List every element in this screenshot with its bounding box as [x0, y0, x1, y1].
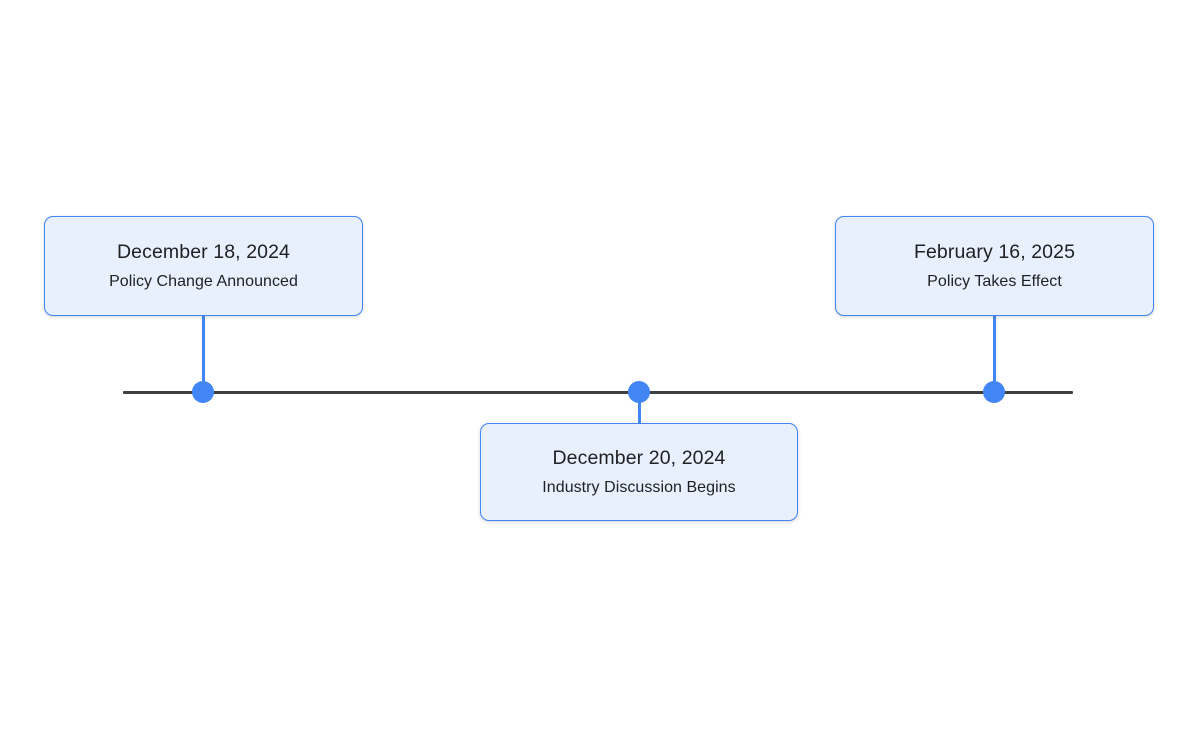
event-date-1: December 20, 2024 — [552, 447, 726, 470]
event-date-0: December 18, 2024 — [117, 241, 290, 264]
event-label-1: Industry Discussion Begins — [542, 478, 736, 496]
connector-stem-1 — [637, 392, 641, 423]
milestone-dot-0[interactable] — [192, 381, 214, 403]
connector-stem-0 — [201, 316, 205, 392]
milestone-dot-1[interactable] — [628, 381, 650, 403]
milestone-dot-2[interactable] — [983, 381, 1005, 403]
connector-stem-2 — [992, 316, 996, 392]
event-card-2[interactable]: February 16, 2025 Policy Takes Effect — [835, 216, 1154, 316]
timeline-axis-line — [123, 390, 1073, 394]
event-card-0[interactable]: December 18, 2024 Policy Change Announce… — [44, 216, 363, 316]
event-label-0: Policy Change Announced — [109, 272, 298, 290]
event-date-2: February 16, 2025 — [913, 241, 1076, 264]
event-label-2: Policy Takes Effect — [927, 272, 1062, 290]
event-card-1[interactable]: December 20, 2024 Industry Discussion Be… — [480, 423, 798, 521]
